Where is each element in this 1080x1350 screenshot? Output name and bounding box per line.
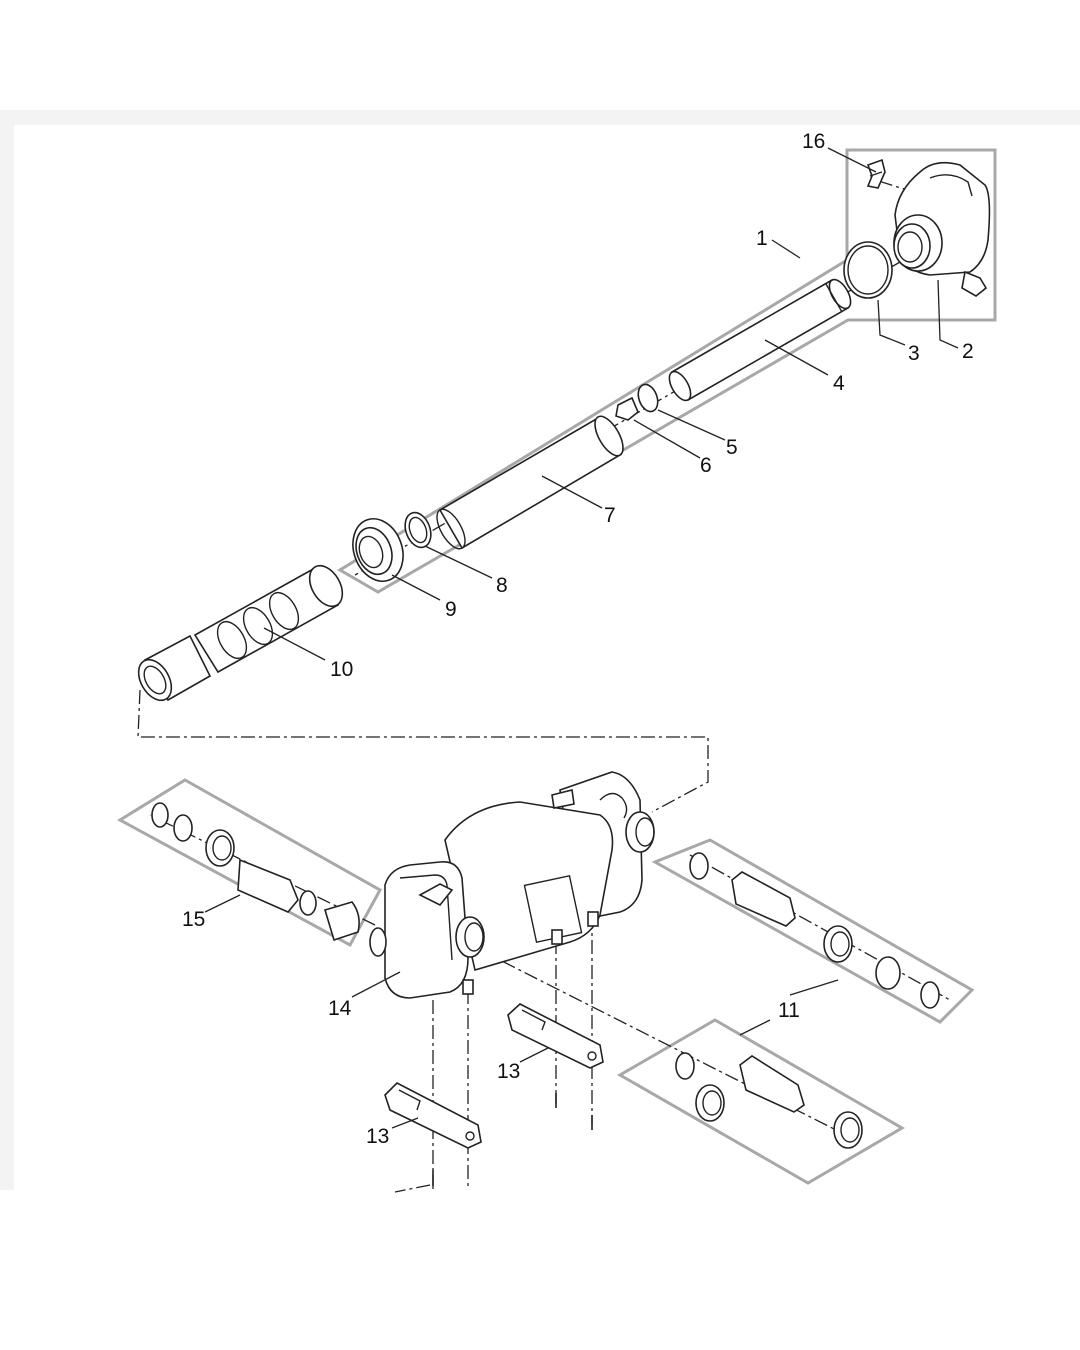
part-15-connector-set <box>151 802 360 942</box>
group-box-11-lower <box>616 1018 905 1185</box>
part-8-o-ring <box>404 511 432 549</box>
callout-6: 6 <box>700 454 712 477</box>
group-box-11-upper <box>651 838 975 1024</box>
part-4-uv-lamp <box>668 278 852 402</box>
part-6-lamp-holder <box>615 396 639 421</box>
callout-2: 2 <box>962 340 974 363</box>
part-8-o-ring-inner <box>408 516 428 544</box>
part-7-quartz-glass <box>436 415 624 550</box>
callout-labels: 16 1 3 2 4 5 6 7 8 9 10 15 14 11 13 13 <box>182 130 974 1148</box>
part-13-bracket-upper <box>507 1003 604 1130</box>
part-11-connector-set-lower <box>675 1052 863 1149</box>
callout-9: 9 <box>445 598 457 621</box>
part-3-o-ring-inner <box>847 245 889 295</box>
callout-15: 15 <box>182 908 205 931</box>
housing-outlet-thread <box>625 811 655 853</box>
callout-10: 10 <box>330 658 353 681</box>
callout-8: 8 <box>496 574 508 597</box>
callout-3: 3 <box>908 342 920 365</box>
callout-16: 16 <box>802 130 825 153</box>
part-11-connector-set-upper <box>689 852 940 1009</box>
part-9-union-nut <box>352 518 404 582</box>
callout-5: 5 <box>726 436 738 459</box>
part-5-ring <box>637 383 659 413</box>
part-10-cleaning-insert <box>137 564 344 702</box>
callout-11: 11 <box>778 999 800 1022</box>
callout-13-upper: 13 <box>497 1060 520 1083</box>
part-2-end-cap <box>893 161 991 297</box>
callout-14: 14 <box>328 997 352 1020</box>
group-box-15 <box>117 778 383 948</box>
housing-inlet-thread <box>455 916 485 958</box>
callout-1: 1 <box>756 227 768 250</box>
callout-13-lower: 13 <box>366 1125 389 1148</box>
part-16-clip <box>866 158 886 189</box>
callout-7: 7 <box>604 504 616 527</box>
callout-4: 4 <box>833 372 845 395</box>
part-13-bracket-lower <box>384 1082 482 1186</box>
part-14-main-housing <box>369 771 655 999</box>
leader-lines <box>204 147 959 1129</box>
part-3-o-ring <box>843 241 893 299</box>
